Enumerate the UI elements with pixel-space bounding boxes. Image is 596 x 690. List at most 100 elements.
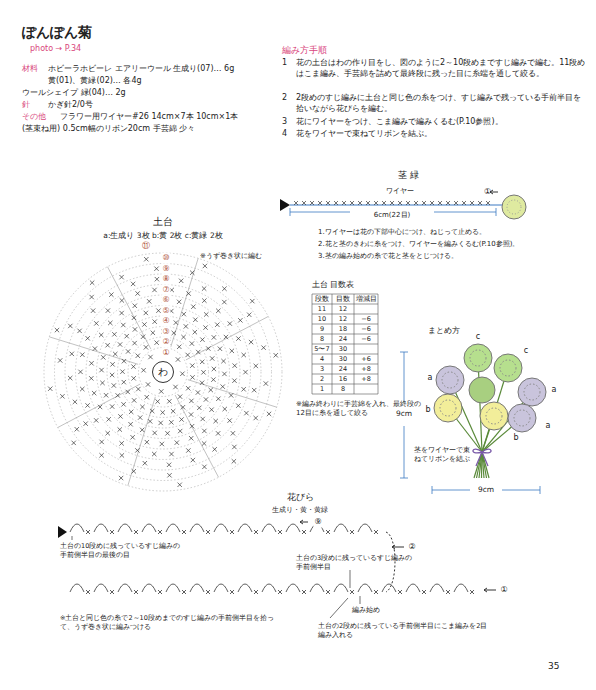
stem-note: 1.ワイヤーは花の下部中心につけ、ねじって止める。	[318, 228, 486, 237]
table-cell: 30	[339, 345, 347, 354]
table-cell: 増減目	[356, 295, 377, 304]
table-cell: 1	[320, 385, 324, 394]
table-cell: 4	[320, 355, 324, 364]
table-cell: 段数	[315, 295, 329, 304]
color-letter: a	[552, 385, 557, 396]
ring-label: わ	[158, 367, 168, 377]
color-key: 生成り・黄・黄緑	[272, 506, 328, 515]
round-line	[139, 348, 188, 397]
round-line	[44, 253, 282, 491]
assembly-note: 茎をワイヤーで束ねてリボンを結ぶ	[414, 446, 472, 464]
step-number: 2	[282, 93, 287, 104]
color-letter: b	[513, 433, 518, 444]
material-heading: 針	[22, 100, 30, 111]
flower-ball	[464, 344, 492, 372]
stem-note: 3.茎の編み始めの糸で花と茎をとじつける。	[318, 252, 458, 261]
table-cell: 30	[339, 355, 347, 364]
round-number: ②	[161, 337, 170, 348]
leader-note: 土台の2段めに残っている手前側半目にこま編みを2目編み入れる	[318, 622, 488, 640]
round-number: ①	[500, 585, 507, 596]
dimension: 9cm	[395, 409, 413, 419]
leader-note: 編み始め	[352, 606, 380, 615]
wire	[290, 205, 505, 206]
dimension-line	[400, 352, 540, 494]
round-number: ①	[161, 347, 170, 358]
section-heading: まとめ方	[428, 326, 460, 337]
spoke-line	[175, 395, 218, 477]
round-number: ①	[484, 187, 491, 198]
round-line	[65, 274, 261, 470]
round-line	[128, 337, 198, 407]
flower-ball	[480, 402, 508, 430]
round-number: ⑦	[161, 284, 170, 295]
flower-ball	[436, 366, 464, 394]
table-cell: 目数	[336, 295, 350, 304]
leader-note: 土台の3段めに残っているすじ編みの手前側半目	[296, 554, 414, 572]
leader-note: ※土台と同じ色の糸で2～10段めまでのすじ編みの手前側半目を拾って、うず巻き状に…	[60, 614, 275, 632]
table-cell: 10	[318, 315, 326, 324]
step-text: 2段めのすじ編みに土台と同じ色の糸をつけ、すじ編みで残っている手前半目を拾いなが…	[296, 93, 586, 115]
flower-ball	[508, 404, 536, 432]
round-number: ⑪	[141, 241, 151, 252]
material-heading: その他	[22, 112, 46, 123]
table-cell: 5〜7	[314, 345, 329, 354]
ring-circle: わ	[152, 361, 174, 383]
step-text: 花の土台はわの作り目をし、図のように2～10段めまですじ編みで編む。11段めはこ…	[296, 58, 586, 80]
page-title: ぽんぽん菊	[22, 24, 92, 42]
color-letter: a	[428, 373, 433, 384]
round-line	[76, 285, 251, 460]
round-number: ②	[408, 542, 415, 553]
table-cell: 24	[339, 335, 347, 344]
table-cell: +6	[361, 355, 371, 364]
step-text: 花をワイヤーで束ねてリボンを結ぶ。	[296, 129, 586, 140]
end-mark	[58, 526, 67, 538]
color-letter: c	[476, 332, 480, 343]
color-key: a:生成り 3枚 b:黄 2枚 c:黄緑 2枚	[103, 231, 222, 241]
petal-row	[70, 584, 474, 594]
round-line	[86, 295, 240, 449]
table-cell: 3	[320, 365, 324, 374]
material-text: フラワー用ワイヤー#26 14cm×7本 10cm×1本	[60, 112, 238, 123]
stitch-marks	[294, 201, 490, 205]
section-heading: 編み方手順	[282, 44, 327, 56]
part-name: ワイヤー	[386, 187, 414, 196]
start-mark	[280, 199, 290, 211]
step-number: 3	[282, 117, 287, 128]
table-cell: +8	[361, 365, 371, 374]
photo-reference: photo → P.34	[30, 44, 81, 55]
direction-arrow	[490, 190, 498, 194]
table-cell: 12	[339, 305, 347, 314]
table-cell: 24	[339, 365, 347, 374]
table-grid	[312, 294, 378, 394]
flower-ball	[494, 354, 522, 382]
table-cell: 9	[320, 325, 324, 334]
table-title: 土台 目数表	[312, 280, 354, 290]
section-heading: 茎 緑	[398, 170, 419, 181]
spoke-line	[107, 267, 150, 349]
round-number: ④	[161, 316, 170, 327]
material-text: ウールシェイプ 緑(04)… 2g	[22, 88, 126, 99]
material-text: ホビーラホビーレ エアリーウール 生成り(07)… 6g	[48, 64, 234, 75]
table-cell: −6	[361, 315, 371, 324]
table-cell: −6	[361, 325, 371, 334]
table-cell: 12	[339, 315, 347, 324]
table-cell: +8	[361, 375, 371, 384]
ribbon	[473, 449, 491, 466]
table-cell: 18	[339, 325, 347, 334]
table-cell: 8	[341, 385, 345, 394]
step-text: 花にワイヤーをつけ、こま編みで編みくるむ(P.10参照)。	[296, 117, 586, 128]
petal-row	[70, 524, 378, 534]
round-number: ⑧	[161, 274, 170, 285]
table-cell: −6	[361, 335, 371, 344]
round-number: ⑨	[313, 517, 322, 528]
round-number: ⑥	[161, 295, 170, 306]
leader-note: 土台の10段めに残っているすじ編みの手前側半目の最後の目	[60, 542, 185, 560]
material-text: かぎ針2/0号	[48, 100, 93, 111]
stitch-marks	[48, 257, 278, 487]
table-cell: 8	[320, 335, 324, 344]
section-heading: 花びら	[287, 492, 314, 503]
material-heading: 材料	[22, 64, 38, 75]
chart-note: ※うず巻き状に編む	[200, 252, 262, 261]
round-line	[55, 264, 272, 481]
round-line	[118, 327, 209, 418]
